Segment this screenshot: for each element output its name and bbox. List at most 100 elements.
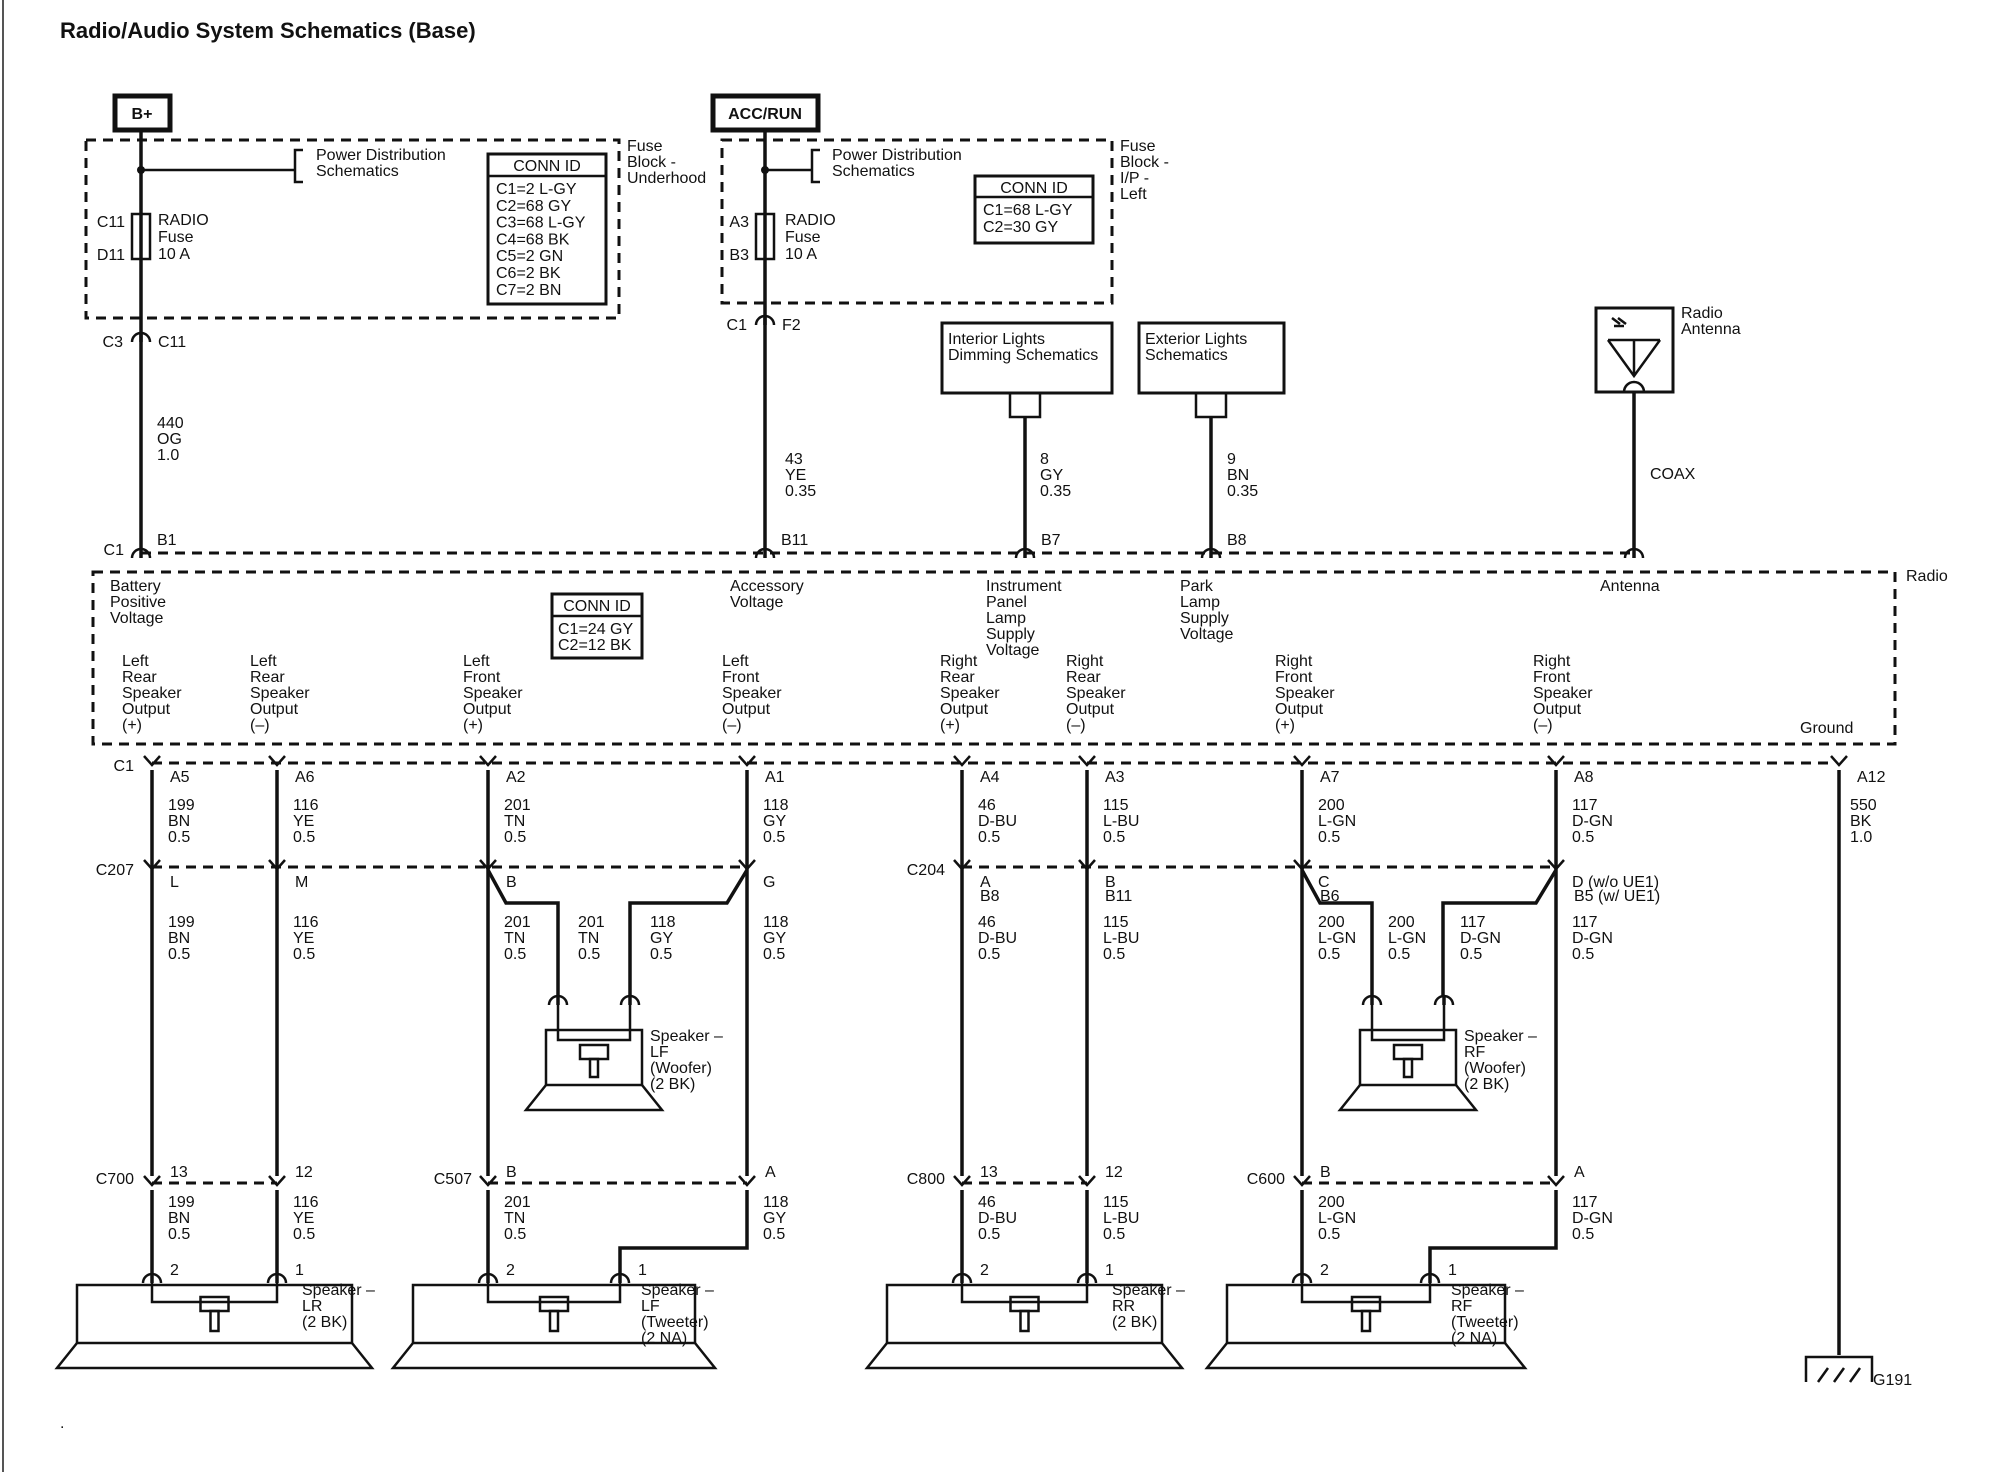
wire-label-mid: 0.5 [1318, 829, 1340, 846]
ground-icon [1816, 1367, 1862, 1383]
input-ip-lamp-label: Instrument Panel Lamp Supply Voltage [986, 578, 1066, 659]
woofer-label: (2 BK) [650, 1076, 695, 1093]
radio-output-label: Rear [122, 669, 157, 686]
antenna-wave-icon [1611, 317, 1627, 328]
wire-label-low: 0.5 [1460, 946, 1482, 963]
input-antenna-label: Antenna [1600, 578, 1660, 595]
inline-pin-label: D (w/o UE1) [1572, 874, 1659, 891]
door-pin-label: 13 [170, 1164, 188, 1181]
speaker-rf-tweeter-pin-label: 2 [1320, 1262, 1329, 1279]
wire-9-label: 9 BN 0.35 [1227, 451, 1258, 500]
wire-label-mid: 201 [504, 797, 531, 814]
radio-conn-id-title: CONN ID [563, 598, 631, 615]
wire-label-mid: 115 [1103, 797, 1129, 814]
ground-icon-frame [1804, 1355, 1874, 1382]
wire-label-speaker: 201 [504, 1194, 531, 1211]
uh-conn-entry: C7=2 BN [496, 282, 561, 299]
radio-output-label: Right [1275, 653, 1313, 670]
ip-conn-entry: C1=68 L-GY [983, 202, 1073, 219]
footer-mark: . [60, 1415, 64, 1432]
wire-label-mid: 1.0 [1850, 829, 1872, 846]
door-pin-label: 12 [1105, 1164, 1123, 1181]
radio-bottom-pin [268, 755, 286, 767]
wire-label-low: 201 [578, 914, 605, 931]
wire-label-speaker: 0.5 [1572, 1226, 1594, 1243]
speaker-lf-tweeter-pin-label: 2 [506, 1262, 515, 1279]
wire-label-low: GY [763, 930, 786, 947]
pin-c11: C11 [97, 214, 125, 231]
inline-pin [953, 859, 971, 871]
pds-bracket [293, 148, 303, 184]
accrun-label: ACC/RUN [728, 106, 802, 123]
speaker-lr-coil-stem [209, 1309, 220, 1333]
radio-output-label: Speaker [1066, 685, 1126, 702]
wire-label-speaker: BN [168, 1210, 190, 1227]
door-pin-label: B [1320, 1164, 1331, 1181]
radio-bottom-pin [1830, 755, 1848, 767]
radio-output-label: (+) [1275, 717, 1295, 734]
interior-lights-ref[interactable] [940, 321, 1114, 395]
speaker-lf-tweeter-cone-icon [390, 1342, 718, 1370]
ip-conn-id-title: CONN ID [1000, 180, 1068, 197]
radio-output-label: Front [1275, 669, 1313, 686]
wire-label-mid: D-GN [1572, 813, 1613, 830]
wire-label-mid: 200 [1318, 797, 1345, 814]
radio-output-label: Speaker [250, 685, 310, 702]
ground-label: Ground [1800, 720, 1853, 737]
inline-pin-label: B [506, 874, 517, 891]
door-pin-label: 13 [980, 1164, 998, 1181]
speaker-lr-magnet [75, 1283, 354, 1345]
pds-ref-1: Power Distribution Schematics [316, 147, 450, 180]
speaker-rr-label: (2 BK) [1112, 1314, 1157, 1331]
door-pin [268, 1175, 286, 1187]
radio-output-label: Right [1066, 653, 1104, 670]
uh-conn-entry: C5=2 GN [496, 248, 563, 265]
door-pin-label: 12 [295, 1164, 313, 1181]
radio-output-label: (+) [940, 717, 960, 734]
conn-c204: C204 [907, 862, 945, 879]
radio-output-label: Left [122, 653, 149, 670]
wire-label-low: 117 [1460, 914, 1486, 931]
inline-pin [479, 859, 497, 871]
wire-label-mid: BN [168, 813, 190, 830]
coax-label: COAX [1650, 466, 1696, 483]
radio-output-label: Speaker [940, 685, 1000, 702]
wire-43-label: 43 YE 0.35 [785, 451, 816, 500]
woofer-label: RF [1464, 1044, 1486, 1061]
woofer-coil-stem [588, 1057, 600, 1079]
radio-bottom-pin-label: A2 [506, 769, 526, 786]
inline-pin-label-2: B6 [1320, 888, 1340, 905]
wire-label-mid: 118 [763, 797, 789, 814]
speaker-lf-tweeter-magnet [411, 1283, 697, 1345]
interior-lights-ref-label: Interior Lights Dimming Schematics [948, 331, 1098, 364]
speaker-lr-leads [150, 1283, 279, 1304]
antenna-icon [1606, 339, 1662, 379]
conn-c207: C207 [96, 862, 134, 879]
wire-label-mid: 0.5 [504, 829, 526, 846]
speaker-lr-cone-icon [54, 1342, 375, 1370]
wire-label-low: 118 [763, 914, 789, 931]
inline-pin-label: A [980, 874, 991, 891]
input-battery-label: Battery Positive Voltage [110, 578, 170, 627]
radio-output-label: Front [463, 669, 501, 686]
uh-conn-entry: C4=68 BK [496, 231, 570, 248]
pin-b3: B3 [729, 247, 749, 264]
exterior-lights-ref[interactable] [1137, 321, 1286, 395]
wire-label-low: GY [650, 930, 673, 947]
wire-label-speaker: D-BU [978, 1210, 1017, 1227]
speaker-rf-tweeter-label: Speaker – [1451, 1282, 1524, 1299]
uh-conn-entry: C6=2 BK [496, 265, 561, 282]
pds-bracket-2 [810, 148, 820, 184]
wire-label-speaker: 115 [1103, 1194, 1129, 1211]
inline-pin-label: C [1318, 874, 1330, 891]
speaker-lf-tweeter-label: (2 NA) [641, 1330, 687, 1347]
input-park-lamp-label: Park Lamp Supply Voltage [1180, 578, 1233, 643]
wire-label-low: 0.5 [578, 946, 600, 963]
inline-pin-label: M [295, 874, 308, 891]
speaker-rr-leads [960, 1283, 1089, 1304]
speaker-rf-tweeter-coil [1350, 1295, 1382, 1313]
wire-label-low: YE [293, 930, 314, 947]
wire-label-speaker: L-GN [1318, 1210, 1356, 1227]
radio-bottom-pin [1293, 755, 1311, 767]
